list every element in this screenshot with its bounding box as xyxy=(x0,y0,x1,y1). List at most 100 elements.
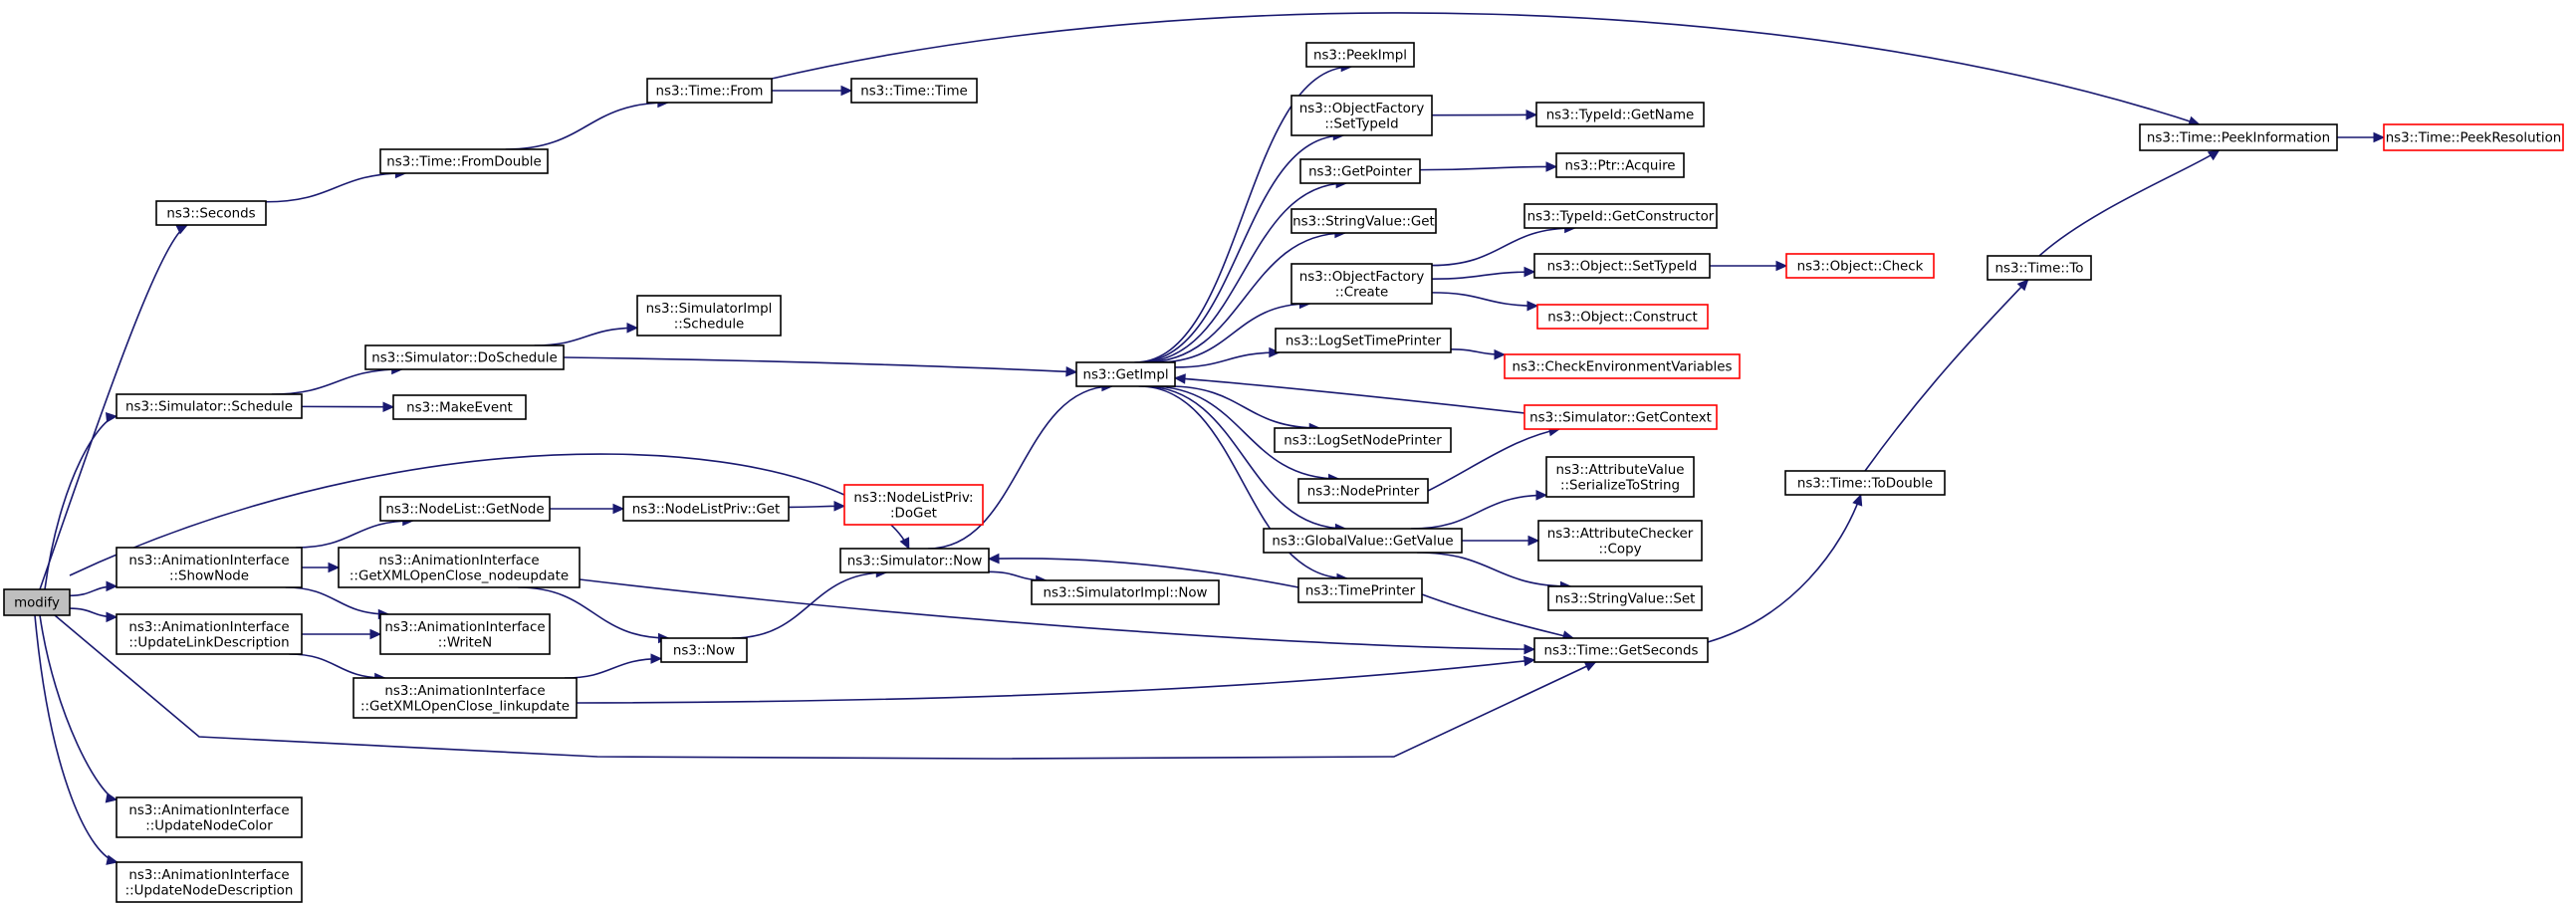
node-MakeEvent[interactable]: ns3::MakeEvent xyxy=(392,394,527,420)
node-NodeListPrivGet[interactable]: ns3::NodeListPriv::Get xyxy=(622,496,790,522)
node-box[interactable] xyxy=(1275,328,1452,353)
node-box[interactable] xyxy=(1297,577,1423,603)
node-DoGet[interactable]: ns3::NodeListPriv::DoGet xyxy=(843,484,984,526)
node-box[interactable] xyxy=(1523,203,1718,229)
node-box[interactable] xyxy=(839,548,990,573)
node-UpdateNodeDesc[interactable]: ns3::AnimationInterface::UpdateNodeDescr… xyxy=(116,861,303,903)
node-box[interactable] xyxy=(1299,158,1421,184)
node-UpdateLinkDesc[interactable]: ns3::AnimationInterface::UpdateLinkDescr… xyxy=(116,613,303,655)
node-box[interactable] xyxy=(843,484,984,526)
node-PeekInformation[interactable]: ns3::Time::PeekInformation xyxy=(2139,123,2338,151)
node-box[interactable] xyxy=(116,861,303,903)
node-box[interactable] xyxy=(392,394,527,420)
node-SimNow[interactable]: ns3::Simulator::Now xyxy=(839,548,990,573)
node-XmlLinkUpdate[interactable]: ns3::AnimationInterface::GetXMLOpenClose… xyxy=(352,677,578,719)
node-GlobalGetValue[interactable]: ns3::GlobalValue::GetValue xyxy=(1263,528,1463,554)
node-Seconds[interactable]: ns3::Seconds xyxy=(155,200,267,226)
node-WriteN[interactable]: ns3::AnimationInterface::WriteN xyxy=(379,613,551,655)
node-TimeTo[interactable]: ns3::Time::To xyxy=(1987,255,2092,281)
node-box[interactable] xyxy=(1537,520,1703,562)
node-NodeListGetNode[interactable]: ns3::NodeList::GetNode xyxy=(379,496,551,522)
node-box[interactable] xyxy=(116,613,303,655)
node-LogSetTimePrinter[interactable]: ns3::LogSetTimePrinter xyxy=(1275,328,1452,353)
node-box[interactable] xyxy=(116,547,303,588)
node-CheckEnv[interactable]: ns3::CheckEnvironmentVariables xyxy=(1504,353,1741,379)
node-box[interactable] xyxy=(1535,102,1705,127)
node-ObjCheck[interactable]: ns3::Object::Check xyxy=(1785,253,1935,279)
node-box[interactable] xyxy=(1523,404,1718,430)
node-box[interactable] xyxy=(660,637,748,663)
node-box[interactable] xyxy=(3,588,71,616)
node-GetSeconds[interactable]: ns3::Time::GetSeconds xyxy=(1533,637,1709,663)
node-box[interactable] xyxy=(379,613,551,655)
node-box[interactable] xyxy=(1504,353,1741,379)
node-box[interactable] xyxy=(364,344,565,370)
node-box[interactable] xyxy=(1274,427,1452,453)
node-AVSerialize[interactable]: ns3::AttributeValue::SerializeToString xyxy=(1545,456,1695,498)
node-StringValueSet[interactable]: ns3::StringValue::Set xyxy=(1547,585,1703,611)
node-box[interactable] xyxy=(850,78,978,104)
node-TimeTime[interactable]: ns3::Time::Time xyxy=(850,78,978,104)
node-box[interactable] xyxy=(1263,528,1463,554)
node-box[interactable] xyxy=(1533,253,1711,279)
node-OFCreate[interactable]: ns3::ObjectFactory::Create xyxy=(1290,263,1433,305)
node-box[interactable] xyxy=(116,796,303,838)
node-box[interactable] xyxy=(379,148,549,174)
node-GetPointer[interactable]: ns3::GetPointer xyxy=(1299,158,1421,184)
node-SimGetContext[interactable]: ns3::Simulator::GetContext xyxy=(1523,404,1718,430)
node-box[interactable] xyxy=(1290,95,1433,136)
node-PeekResolution[interactable]: ns3::Time::PeekResolution xyxy=(2383,123,2564,151)
node-ImplNow[interactable]: ns3::SimulatorImpl::Now xyxy=(1031,579,1220,605)
node-box[interactable] xyxy=(2383,123,2564,151)
node-FromDouble[interactable]: ns3::Time::FromDouble xyxy=(379,148,549,174)
node-box[interactable] xyxy=(379,496,551,522)
node-GetImpl[interactable]: ns3::GetImpl xyxy=(1075,361,1176,387)
node-box[interactable] xyxy=(622,496,790,522)
node-ToDouble[interactable]: ns3::Time::ToDouble xyxy=(1784,470,1946,496)
node-ShowNode[interactable]: ns3::AnimationInterface::ShowNode xyxy=(116,547,303,588)
node-PeekImpl[interactable]: ns3::PeekImpl xyxy=(1305,42,1415,68)
node-UpdateNodeColor[interactable]: ns3::AnimationInterface::UpdateNodeColor xyxy=(116,796,303,838)
node-box[interactable] xyxy=(1533,637,1709,663)
node-box[interactable] xyxy=(1555,152,1685,178)
node-box[interactable] xyxy=(338,547,581,588)
node-PtrAcquire[interactable]: ns3::Ptr::Acquire xyxy=(1555,152,1685,178)
node-ImplSchedule[interactable]: ns3::SimulatorImpl::Schedule xyxy=(636,295,782,337)
node-box[interactable] xyxy=(2139,123,2338,151)
edge-arrowhead xyxy=(1523,266,1536,278)
node-box[interactable] xyxy=(352,677,578,719)
node-box[interactable] xyxy=(1297,478,1429,504)
node-TimePrinter[interactable]: ns3::TimePrinter xyxy=(1297,577,1423,603)
node-box[interactable] xyxy=(1305,42,1415,68)
node-box[interactable] xyxy=(1547,585,1703,611)
node-box[interactable] xyxy=(646,78,773,104)
node-modify[interactable]: modify xyxy=(3,588,71,616)
node-ObjSetTypeId[interactable]: ns3::Object::SetTypeId xyxy=(1533,253,1711,279)
node-Now[interactable]: ns3::Now xyxy=(660,637,748,663)
node-box[interactable] xyxy=(636,295,782,337)
node-ACCopy[interactable]: ns3::AttributeChecker::Copy xyxy=(1537,520,1703,562)
node-box[interactable] xyxy=(1290,263,1433,305)
node-box[interactable] xyxy=(1031,579,1220,605)
node-box[interactable] xyxy=(155,200,267,226)
node-OFSetTypeId[interactable]: ns3::ObjectFactory::SetTypeId xyxy=(1290,95,1433,136)
node-box[interactable] xyxy=(1536,304,1709,330)
node-box[interactable] xyxy=(1545,456,1695,498)
node-From[interactable]: ns3::Time::From xyxy=(646,78,773,104)
node-label: ns3::Now xyxy=(673,644,735,659)
node-TypeIdGetConstructor[interactable]: ns3::TypeId::GetConstructor xyxy=(1523,203,1718,229)
node-box[interactable] xyxy=(1784,470,1946,496)
node-TypeIdGetName[interactable]: ns3::TypeId::GetName xyxy=(1535,102,1705,127)
node-SimSchedule[interactable]: ns3::Simulator::Schedule xyxy=(116,393,303,419)
node-DoSchedule[interactable]: ns3::Simulator::DoSchedule xyxy=(364,344,565,370)
node-box[interactable] xyxy=(1987,255,2092,281)
node-StringValueGet[interactable]: ns3::StringValue::Get xyxy=(1290,208,1437,234)
node-box[interactable] xyxy=(1290,208,1437,234)
node-ObjConstruct[interactable]: ns3::Object::Construct xyxy=(1536,304,1709,330)
node-LogSetNodePrinter[interactable]: ns3::LogSetNodePrinter xyxy=(1274,427,1452,453)
node-box[interactable] xyxy=(1785,253,1935,279)
node-XmlNodeUpdate[interactable]: ns3::AnimationInterface::GetXMLOpenClose… xyxy=(338,547,581,588)
node-box[interactable] xyxy=(116,393,303,419)
node-box[interactable] xyxy=(1075,361,1176,387)
node-NodePrinter[interactable]: ns3::NodePrinter xyxy=(1297,478,1429,504)
